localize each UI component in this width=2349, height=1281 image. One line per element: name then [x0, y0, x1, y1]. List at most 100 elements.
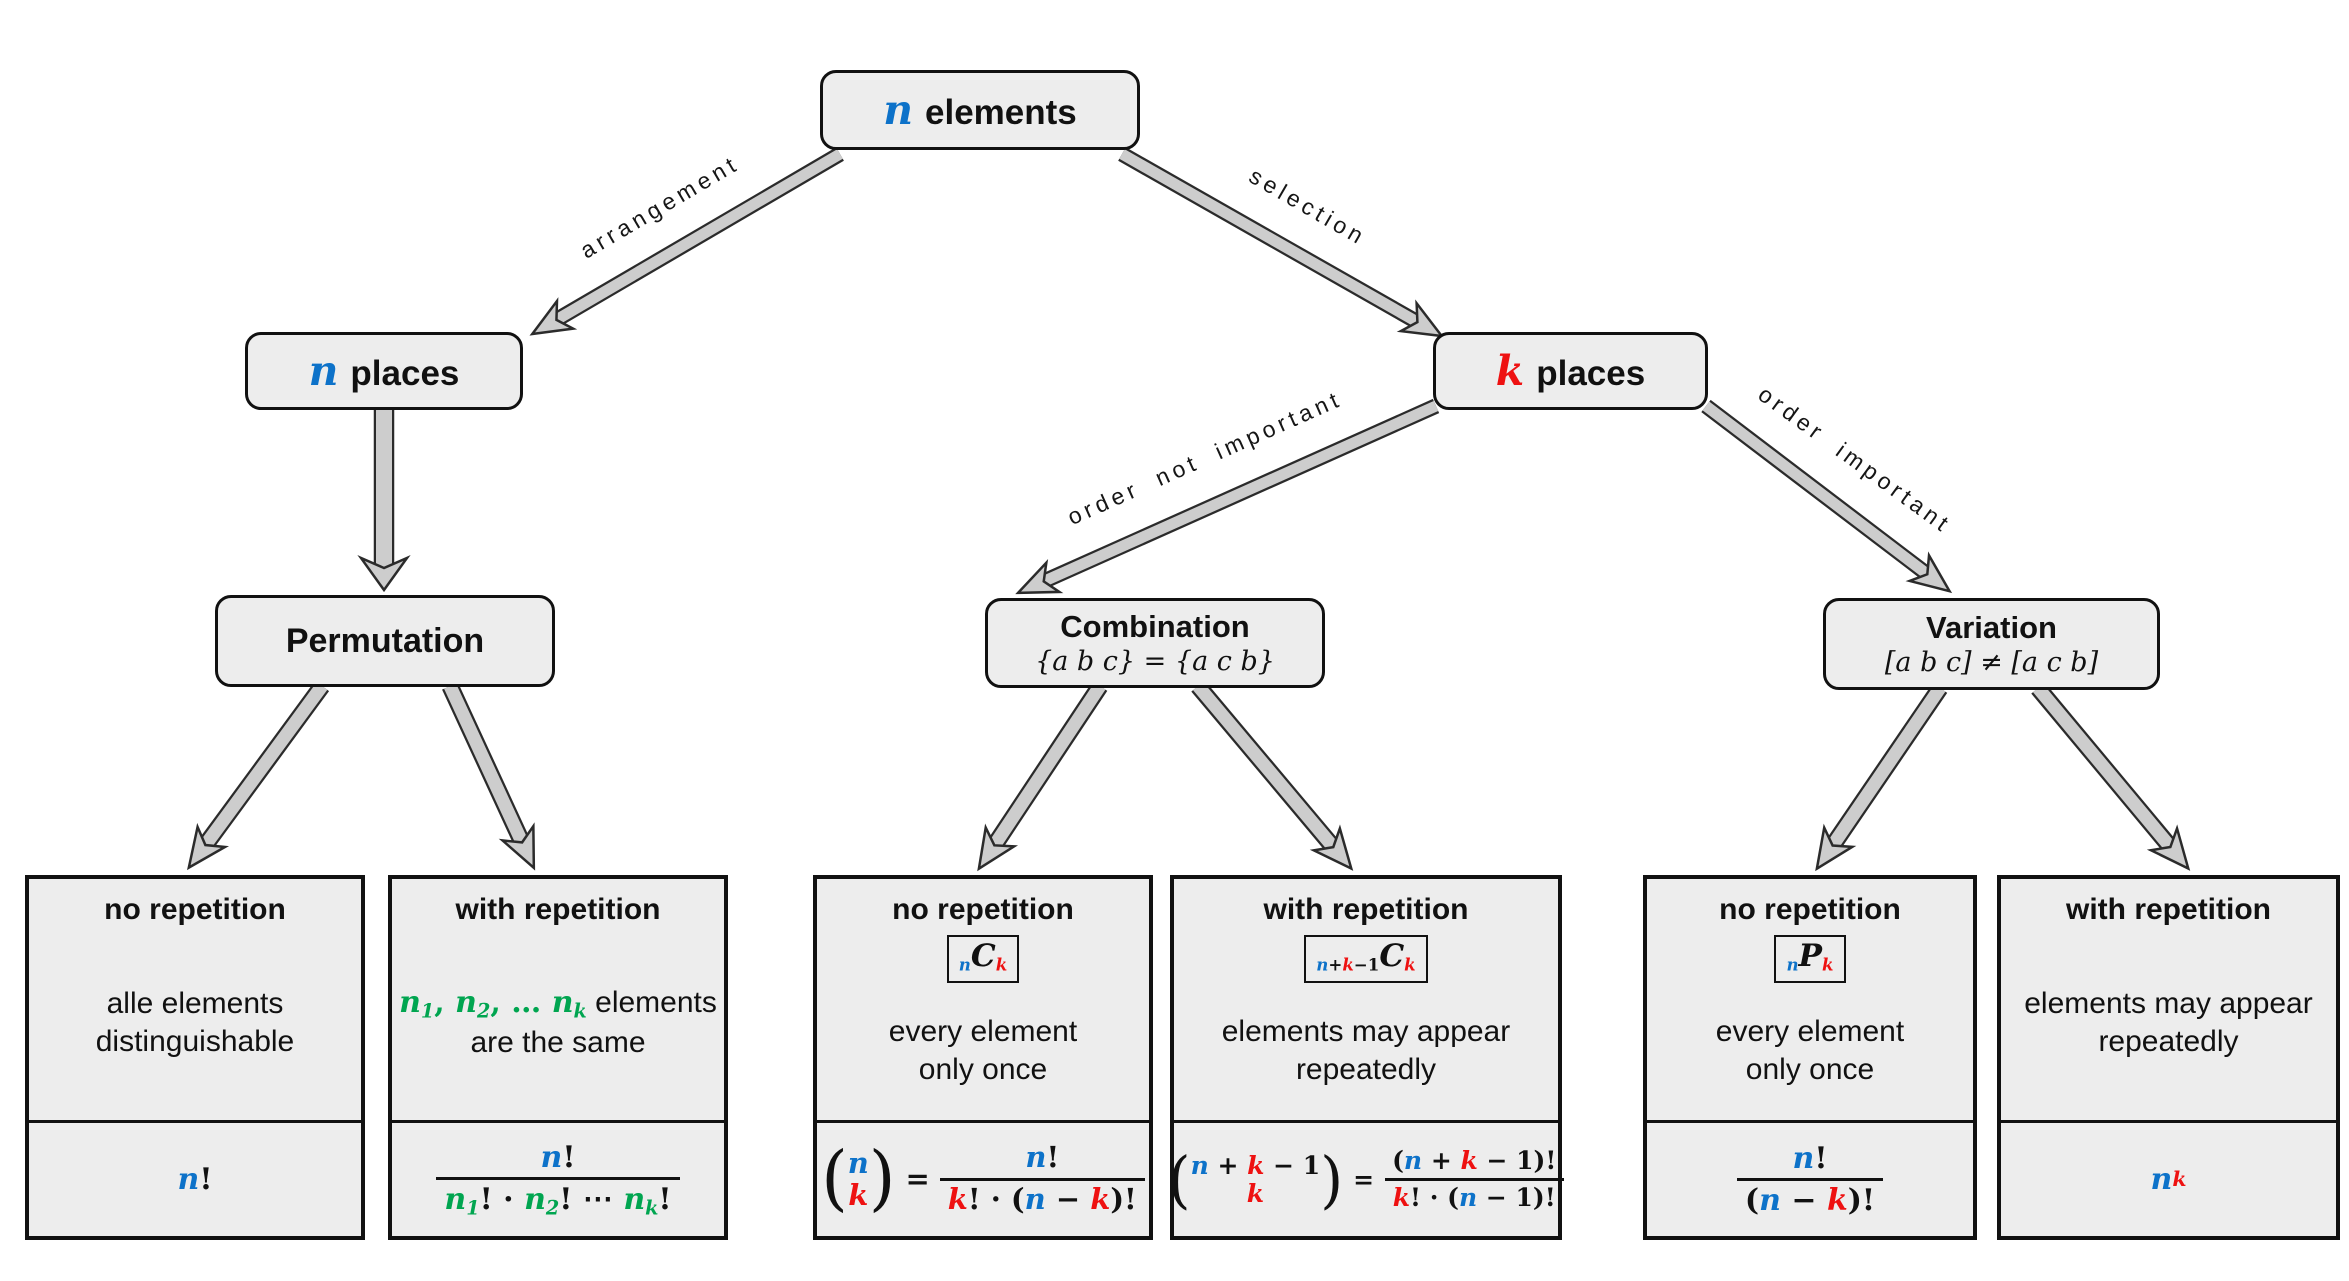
node-combination-title: Combination	[1060, 609, 1250, 644]
math-token: (	[1392, 1145, 1404, 1175]
math-token: !	[199, 1162, 213, 1197]
leaf-top: no repetition nPk every element only onc…	[1647, 879, 1973, 1120]
node-k-places-title: k places	[1495, 346, 1646, 395]
fraction: (n + k − 1)! k! · (n − 1)!	[1384, 1145, 1564, 1213]
math-token: k	[848, 1177, 869, 1212]
math-token: +	[1208, 1151, 1248, 1180]
leaf-title: no repetition	[1719, 893, 1901, 926]
math-token: C	[1379, 938, 1405, 974]
desc-line: n1, n2, … nk elements	[399, 984, 717, 1024]
math-token: ! · (	[967, 1182, 1025, 1216]
math-token: n	[1759, 1183, 1781, 1218]
leaf-description: elements may appear repeatedly	[1222, 983, 1511, 1120]
math-token: 1	[466, 1196, 480, 1220]
math-token: , …	[490, 984, 552, 1020]
leaf-title: no repetition	[104, 893, 286, 926]
math-token: n	[1786, 954, 1799, 975]
math-token: )!	[1532, 1183, 1556, 1212]
right-paren: )	[868, 1137, 896, 1221]
math-token: n	[399, 984, 421, 1020]
leaf-permutation-with-repetition: with repetition n1, n2, … nk elements ar…	[388, 875, 728, 1240]
math-token: k	[2172, 1167, 2187, 1192]
var-k: k	[1495, 346, 1525, 395]
leaf-variation-with-repetition: with repetition elements may appear repe…	[1997, 875, 2340, 1240]
denominator: (n − k)!	[1736, 1178, 1884, 1218]
math-token: )!	[1847, 1183, 1876, 1218]
math-token: ! ·	[479, 1181, 525, 1217]
node-n-places: n places	[245, 332, 523, 410]
math-token: n	[524, 1181, 546, 1217]
math-token: )!	[1533, 1145, 1557, 1175]
leaf-formula-area: n! n1! · n2! ⋯ nk!	[392, 1120, 724, 1236]
math-token: ! · (	[1410, 1183, 1459, 1212]
math-token: n	[847, 1146, 869, 1181]
desc-line: elements may appear	[1221, 1014, 1511, 1048]
equals-sign: =	[1353, 1164, 1375, 1194]
leaf-variation-no-repetition: no repetition nPk every element only onc…	[1643, 875, 1977, 1240]
leaf-top: with repetition n+k−1Ck elements may app…	[1174, 879, 1558, 1120]
math-token: !	[562, 1139, 576, 1175]
numerator: n!	[1785, 1142, 1836, 1178]
symbol-badge-nCk: nCk	[946, 935, 1020, 983]
math-token: C	[970, 938, 996, 974]
math-token: k	[1247, 1151, 1265, 1180]
numerator: (n + k − 1)!	[1384, 1145, 1564, 1179]
desc-line: distinguishable	[95, 1025, 295, 1058]
fraction: n! (n − k)!	[1736, 1142, 1884, 1218]
desc-line: repeatedly	[1295, 1053, 1437, 1087]
desc-line: repeatedly	[2098, 1025, 2239, 1058]
math-token: n	[1190, 1151, 1209, 1180]
math-token: )!	[1110, 1182, 1137, 1216]
math-token: k	[573, 999, 587, 1023]
node-label: places	[1536, 353, 1646, 393]
math-token: !	[1046, 1140, 1060, 1175]
desc-line: elements may appear	[2024, 986, 2313, 1020]
math-token: k	[995, 954, 1008, 975]
denominator: k! · (n − k)!	[939, 1178, 1145, 1217]
math-token: 2	[476, 999, 491, 1023]
right-paren: )	[1320, 1143, 1344, 1216]
leaf-combination-no-repetition: no repetition nCk every element only onc…	[813, 875, 1153, 1240]
math-token: −	[1045, 1182, 1091, 1216]
math-token: k	[1822, 954, 1834, 975]
leaf-top: no repetition alle elements distinguisha…	[29, 879, 361, 1120]
math-token: n	[623, 1181, 646, 1217]
leaf-permutation-no-repetition: no repetition alle elements distinguisha…	[25, 875, 365, 1240]
leaf-description: elements may appear repeatedly	[2024, 926, 2313, 1120]
math-token: n	[2150, 1162, 2173, 1197]
math-token: +	[1328, 954, 1343, 975]
math-token: n	[1024, 1182, 1046, 1216]
denominator: n1! · n2! ⋯ nk!	[436, 1176, 680, 1220]
binomial-top: n + k − 1	[1191, 1152, 1321, 1180]
denominator: k! · (n − 1)!	[1384, 1178, 1564, 1213]
leaf-formula-area: n! (n − k)!	[1647, 1120, 1973, 1236]
node-variation-subtitle: [a b c] ≠ [a c b]	[1884, 647, 2099, 678]
leaf-description: n1, n2, … nk elements are the same	[399, 926, 717, 1120]
leaf-top: with repetition n1, n2, … nk elements ar…	[392, 879, 724, 1120]
fraction: n! k! · (n − k)!	[939, 1140, 1145, 1217]
left-paren: (	[821, 1137, 848, 1221]
math-token: ,	[434, 984, 456, 1020]
node-label: places	[350, 353, 460, 393]
math-token: − 1	[1477, 1145, 1534, 1175]
desc-line: only once	[1745, 1053, 1875, 1087]
math-token: 2	[545, 1196, 560, 1220]
math-token: P	[1798, 938, 1822, 974]
leaf-combination-with-repetition: with repetition n+k−1Ck elements may app…	[1168, 875, 1564, 1240]
math-token: − 1	[1264, 1151, 1321, 1180]
formula-k-permutation: n! (n − k)!	[1736, 1142, 1884, 1218]
math-token: k	[1392, 1183, 1411, 1212]
math-token: k	[1826, 1183, 1848, 1218]
math-token: n	[1792, 1141, 1815, 1176]
math-token: k	[1460, 1145, 1478, 1175]
leaf-top: no repetition nCk every element only onc…	[817, 879, 1149, 1120]
node-permutation-title: Permutation	[285, 622, 485, 660]
math-token: n	[551, 984, 574, 1020]
